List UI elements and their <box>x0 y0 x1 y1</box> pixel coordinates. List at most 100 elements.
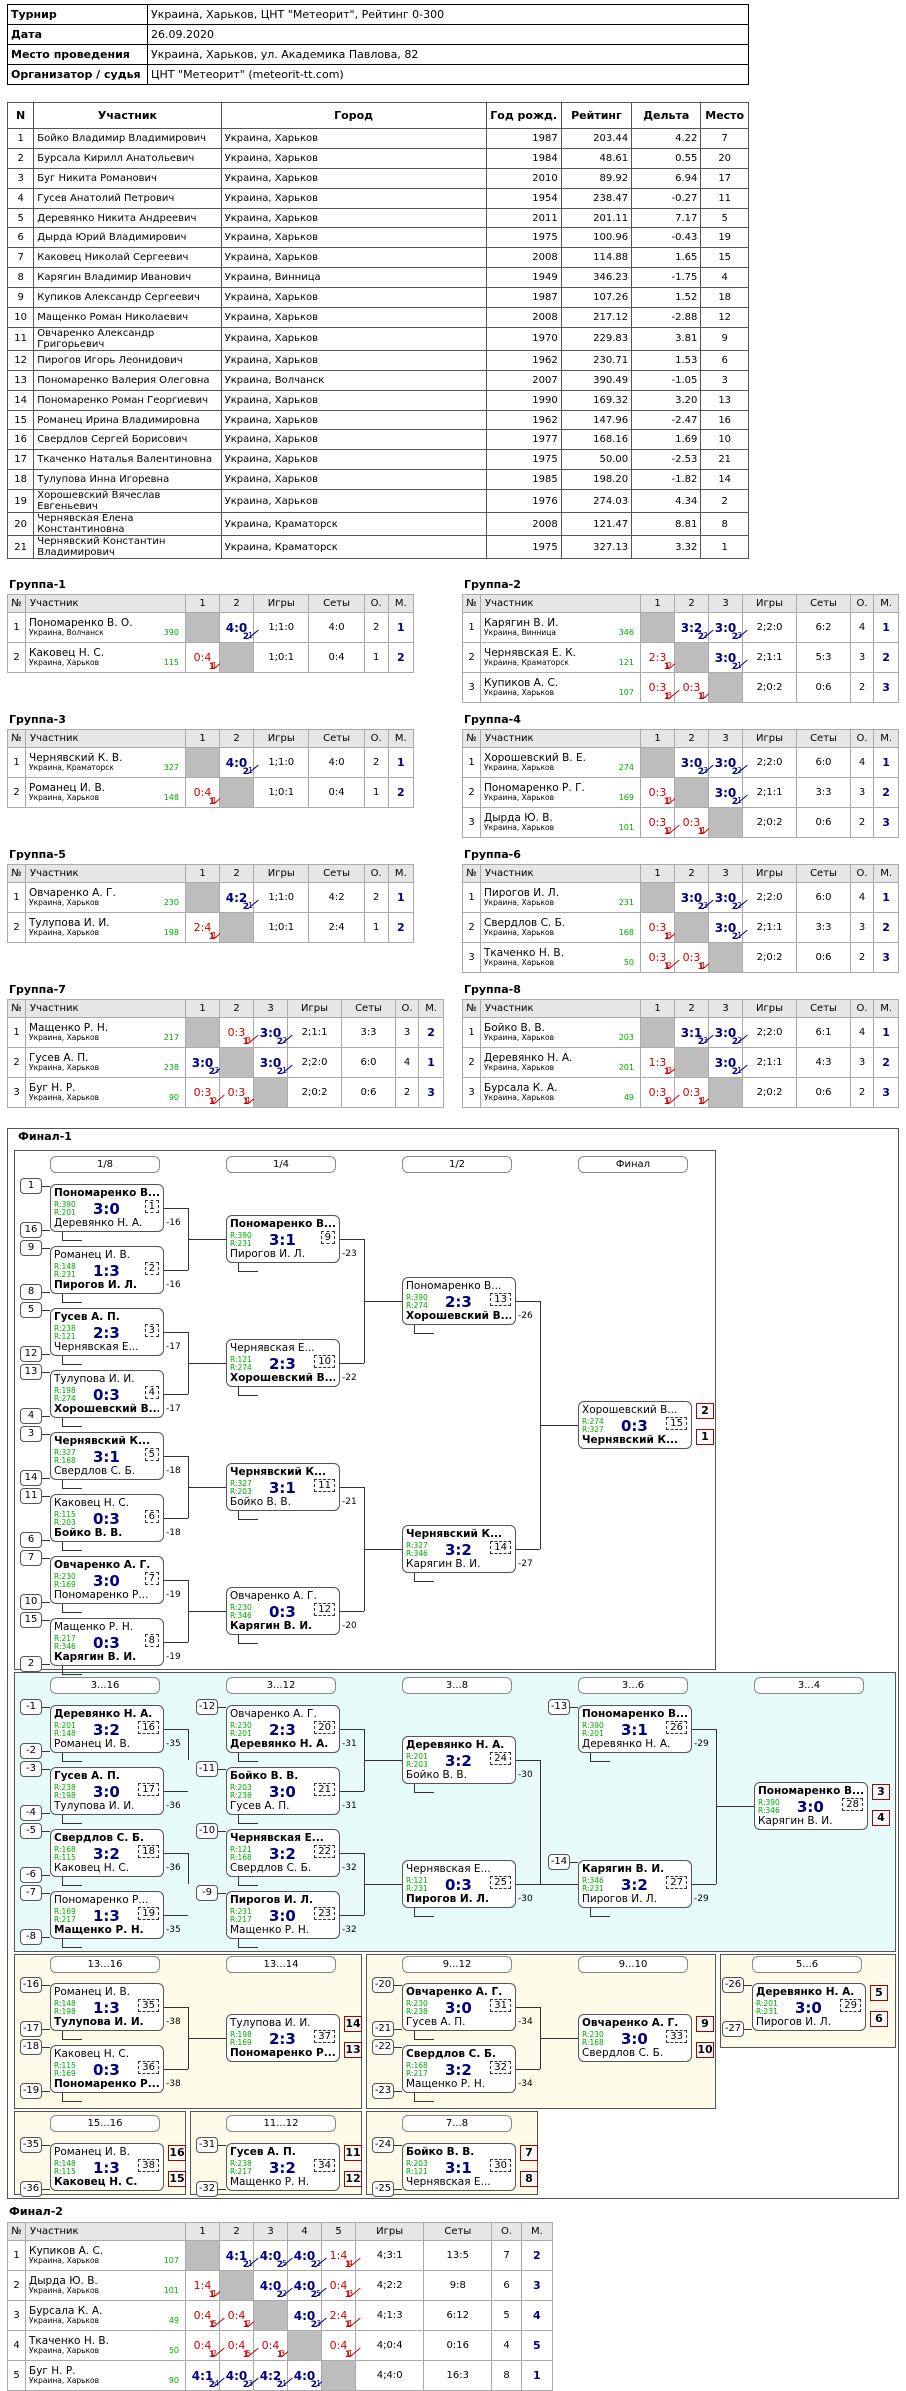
rating-a: R:121 <box>406 1876 428 1885</box>
group-title: Группа-4 <box>464 713 521 726</box>
participant-cell: 1975 <box>485 227 562 249</box>
bracket-line <box>42 1664 50 1665</box>
bracket-line <box>394 2189 402 2190</box>
match-score: 1:4 <box>193 2279 212 2292</box>
game-number: 35 <box>138 1999 159 2012</box>
seed-box: -19 <box>20 2083 42 2099</box>
game-number: 25 <box>490 1876 511 1889</box>
participant-cell: 7 <box>700 128 749 149</box>
match-score: 3:0 <box>269 1783 296 1801</box>
match-score: 3:0 <box>680 890 703 905</box>
match-score: 0:4 <box>329 2339 348 2352</box>
bracket-line <box>414 1573 415 1581</box>
participant-cell: Тулупова Инна Игоревна <box>33 469 222 491</box>
participant-cell: 346.23 <box>560 267 633 289</box>
rating-a: R:390 <box>406 1293 428 1302</box>
bracket-line <box>394 1985 402 1986</box>
loser-dest: -38 <box>166 2017 181 2027</box>
player-a: Чернявская Е... <box>230 1832 324 1844</box>
participant-rating: 101 <box>618 822 634 832</box>
participant-cell: 16 <box>700 409 749 431</box>
player-a: Бойко В. В. <box>406 2146 475 2158</box>
row-sets: 0:6 <box>796 942 851 973</box>
match-order: 2 <box>667 661 673 670</box>
col-place: М. <box>387 594 415 613</box>
bracket-line <box>340 1239 364 1240</box>
participant-name: Каковец Н. С. <box>29 646 105 659</box>
col-opp: 2 <box>674 729 709 748</box>
bracket-line <box>414 1333 434 1334</box>
row-sets: 6:0 <box>796 882 851 913</box>
rating-a: R:217 <box>54 1634 76 1643</box>
rating-a: R:203 <box>406 2159 428 2168</box>
match-order: 1 <box>248 766 254 775</box>
participant-rating: 327 <box>163 762 179 772</box>
player-b: Мащенко Р. Н. <box>54 1924 144 1936</box>
rating-b: R:217 <box>406 2069 428 2078</box>
player-a: Романец И. В. <box>54 2146 130 2158</box>
final-place: 2 <box>696 1403 714 1419</box>
player-b: Свердлов С. Б. <box>230 1862 312 1874</box>
participant-rating: 148 <box>163 792 179 802</box>
match-order: 1 <box>348 2349 354 2358</box>
game-number: 17 <box>138 1783 159 1796</box>
match-order: 2 <box>737 1036 743 1045</box>
participant-cell: -2.47 <box>631 409 702 431</box>
bracket-line <box>394 2091 402 2092</box>
match-order: 3 <box>703 1036 709 1045</box>
bracket-line <box>62 1302 82 1303</box>
match-score: 3:2 <box>680 620 703 635</box>
row-games: 2;0:2 <box>741 807 798 838</box>
participant-rating: 238 <box>163 1062 179 1072</box>
match-order: 1 <box>246 1096 252 1105</box>
loser-dest: -19 <box>166 1652 181 1662</box>
loser-dest: -29 <box>694 1739 709 1749</box>
bracket-line <box>62 1939 63 1947</box>
participant-rating: 50 <box>623 957 634 967</box>
bracket-line <box>692 1884 716 1885</box>
info-value: 26.09.2020 <box>147 24 749 45</box>
match-order: 1 <box>737 1066 743 1075</box>
col-opp: 2 <box>674 864 709 883</box>
bracket-line <box>62 1947 82 1948</box>
participant-cell: 2008 <box>485 247 562 269</box>
participant-cell: 15 <box>700 247 749 269</box>
row-pts: 1 <box>363 777 389 808</box>
loser-dest: -36 <box>166 1801 181 1811</box>
bracket-line <box>238 1885 258 1886</box>
rating-a: R:148 <box>54 2159 76 2168</box>
final-place: 16 <box>168 2145 186 2161</box>
row-pts: 6 <box>491 2270 522 2301</box>
row-place: 2 <box>387 642 415 673</box>
game-number: 24 <box>490 1752 511 1765</box>
rating-b: R:231 <box>406 1884 428 1893</box>
participant-cell: 1985 <box>485 469 562 491</box>
bracket-line <box>42 2145 50 2146</box>
rating-a: R:148 <box>54 1999 76 2008</box>
player-a: Романец И. В. <box>54 1986 130 1998</box>
bracket-line <box>218 1707 226 1708</box>
row-sets: 0:4 <box>308 642 365 673</box>
col-n: № <box>462 729 481 748</box>
row-sets: 0:6 <box>796 1077 851 1108</box>
row-pts: 2 <box>849 807 875 838</box>
col-sets: Сеты <box>423 2222 493 2241</box>
seed-box: 12 <box>20 1346 42 1362</box>
group-title: Группа-7 <box>9 983 66 996</box>
participant-cell: Деревянко Никита Андреевич <box>33 207 222 229</box>
